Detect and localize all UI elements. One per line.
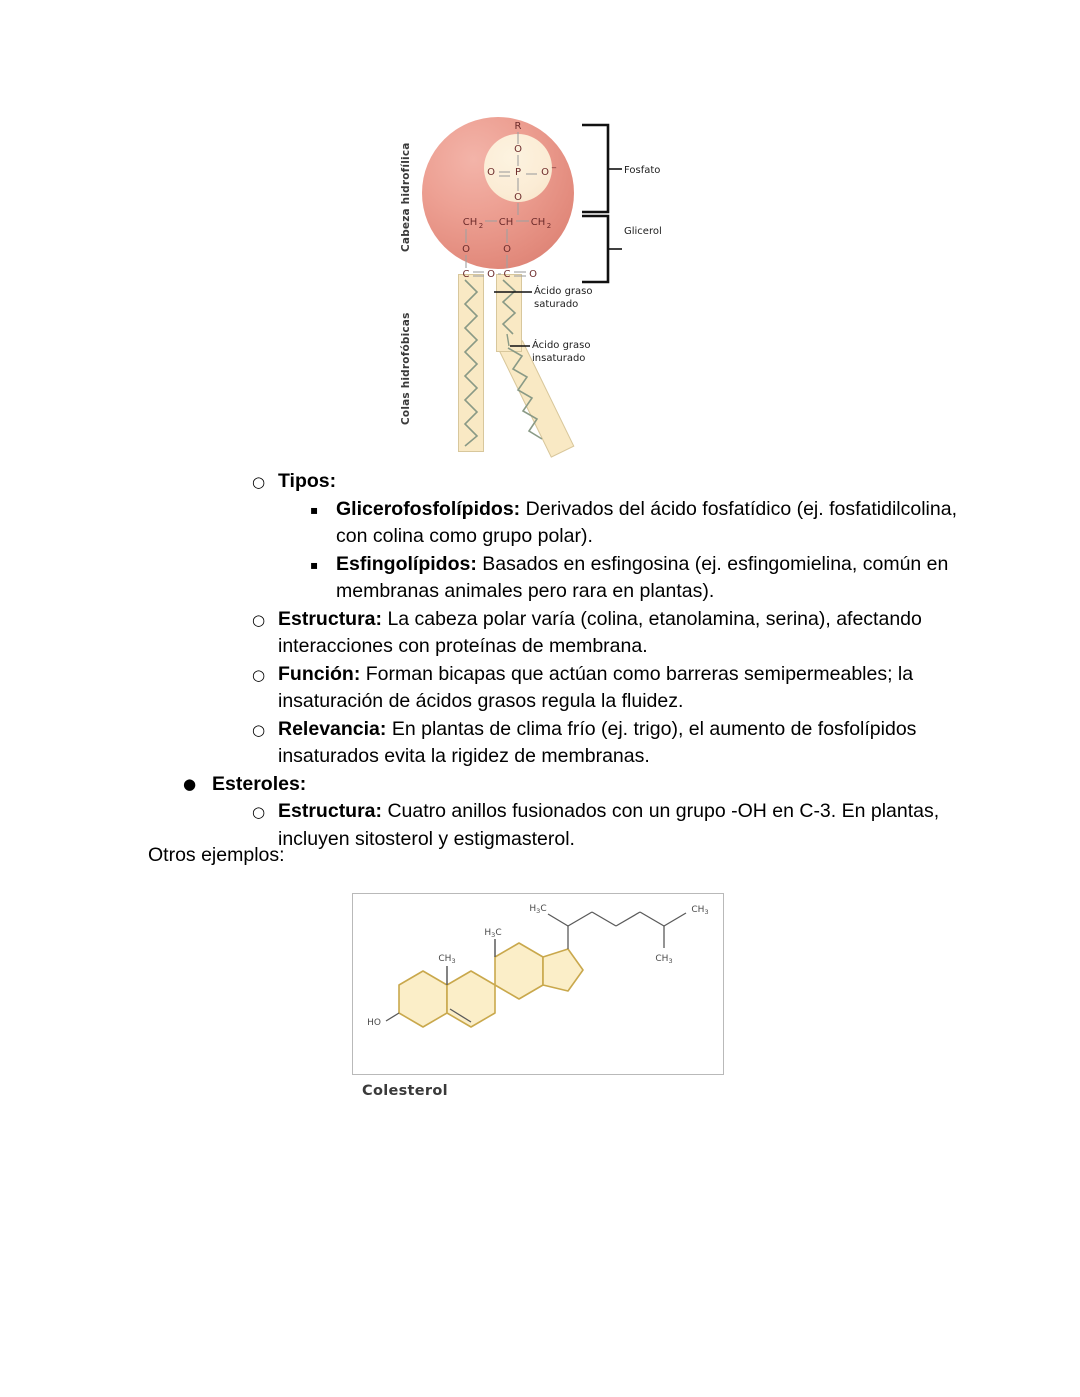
head-chemical-structure: R O O P O − O CH 2 CH CH 2 O O C O C O <box>462 121 557 280</box>
list-item-term: Glicerofosfolípidos: <box>336 497 521 520</box>
list-item-term: Función: <box>278 662 361 685</box>
cholesterol-structure: HO CH3 H3C H3C CH3 CH3 <box>367 904 709 1028</box>
list-item: ○ Función: Forman bicapas que actúan como… <box>0 661 1080 716</box>
svg-text:C: C <box>463 269 470 280</box>
list-bullet-icon: ▪ <box>310 502 319 517</box>
unsaturated-callout-line1: Ácido graso <box>532 340 591 351</box>
cholesterol-caption: Colesterol <box>362 1083 448 1099</box>
list-item-term: Esfingolípidos: <box>336 552 477 575</box>
list-bullet-icon: ▪ <box>310 557 319 572</box>
svg-text:CH3: CH3 <box>438 954 455 965</box>
unsaturated-fatty-acid-callout: Ácido graso insaturado <box>532 340 591 365</box>
list-item: ▪ Glicerofosfolípidos: Derivados del ácid… <box>0 496 1080 551</box>
list-bullet-icon: ○ <box>252 803 266 821</box>
list-item-text: Esteroles: <box>212 771 960 799</box>
list-item-description: Derivados del ácido fosfatídico (ej. fos… <box>336 497 957 548</box>
otros-ejemplos-text: Otros ejemplos: <box>148 844 285 866</box>
list-item: ○ Relevancia: En plantas de clima frío (e… <box>0 716 1080 771</box>
svg-text:2: 2 <box>479 222 483 230</box>
svg-text:CH: CH <box>463 217 478 228</box>
svg-text:O: O <box>503 244 511 255</box>
svg-text:O: O <box>487 167 495 178</box>
list-bullet-icon: ○ <box>252 665 266 684</box>
list-item-text: Estructura: Cuatro anillos fusionados co… <box>278 798 962 853</box>
svg-text:O: O <box>529 269 537 280</box>
svg-text:CH3: CH3 <box>655 954 672 965</box>
svg-text:O: O <box>514 144 522 155</box>
list-item-text: Relevancia: En plantas de clima frío (ej… <box>278 716 962 771</box>
saturated-callout-line2: saturado <box>534 298 579 310</box>
list-item-text: Estructura: La cabeza polar varía (colin… <box>278 606 962 661</box>
svg-text:R: R <box>515 121 522 132</box>
list-bullet-icon: ○ <box>252 720 266 739</box>
list-item: ○ Estructura: Cuatro anillos fusionados c… <box>0 798 1080 853</box>
svg-text:P: P <box>515 167 521 178</box>
list-item-description: Basados en esfingosina (ej. esfingomieli… <box>336 552 949 603</box>
list-item-text: Función: Forman bicapas que actúan como … <box>278 661 962 716</box>
list-bullet-icon: ● <box>183 774 197 793</box>
list-item-term: Estructura: <box>278 607 383 630</box>
svg-text:O: O <box>462 244 470 255</box>
unsaturated-tail-upper-segment <box>496 274 522 352</box>
svg-text:−: − <box>551 164 557 172</box>
list-item-text: Glicerofosfolípidos: Derivados del ácido… <box>336 496 960 551</box>
phospholipid-diagram: Cabeza hidrofílica Colas hidrofóbicas R … <box>386 112 706 462</box>
glycerol-bracket-label: Glicerol <box>624 226 662 237</box>
list-item-description: En plantas de clima frío (ej. trigo), el… <box>278 717 917 768</box>
list-item-term: Esteroles: <box>212 772 307 795</box>
list-item-term: Estructura: <box>278 800 383 822</box>
figure-brackets <box>494 123 622 347</box>
list-item: ● Esteroles: <box>0 771 1080 799</box>
list-bullet-icon: ○ <box>252 610 266 629</box>
list-item-description: La cabeza polar varía (colina, etanolami… <box>278 607 922 658</box>
cholesterol-diagram: HO CH3 H3C H3C CH3 CH3 Colesterol <box>352 893 724 1099</box>
tail-hydrocarbon-chains <box>463 279 543 447</box>
svg-text:H3C: H3C <box>529 904 546 915</box>
list-item-term: Tipos: <box>278 470 337 492</box>
saturated-tail-rect <box>458 274 484 452</box>
svg-text:O: O <box>541 167 549 178</box>
list-item: ○ Tipos: <box>0 468 1080 496</box>
list-item: ○ Estructura: La cabeza polar varía (coli… <box>0 606 1080 661</box>
saturated-callout-line1: Ácido graso <box>534 286 593 297</box>
svg-text:O: O <box>487 269 495 280</box>
svg-text:C: C <box>504 269 511 280</box>
phosphate-bracket-label: Fosfato <box>624 165 661 176</box>
svg-text:2: 2 <box>547 222 551 230</box>
unsaturated-callout-line2: insaturado <box>532 352 586 364</box>
list-item-term: Relevancia: <box>278 717 387 740</box>
list-item-description: Cuatro anillos fusionados con un grupo -… <box>278 800 940 850</box>
svg-text:H3C: H3C <box>484 928 501 939</box>
svg-text:CH: CH <box>531 217 546 228</box>
svg-text:CH3: CH3 <box>691 905 708 916</box>
content-list: ○ Tipos: ▪ Glicerofosfolípidos: Derivados d… <box>0 468 1080 853</box>
list-item-text: Tipos: <box>278 468 962 496</box>
list-item: ▪ Esfingolípidos: Basados en esfingosina … <box>0 551 1080 606</box>
list-item-description: Forman bicapas que actúan como barreras … <box>278 662 914 713</box>
svg-text:CH: CH <box>499 217 514 228</box>
svg-text:O: O <box>514 192 522 203</box>
ho-label: HO <box>367 1018 381 1028</box>
list-item-text: Esfingolípidos: Basados en esfingosina (… <box>336 551 960 606</box>
list-bullet-icon: ○ <box>252 473 266 491</box>
saturated-fatty-acid-callout: Ácido graso saturado <box>534 286 593 311</box>
